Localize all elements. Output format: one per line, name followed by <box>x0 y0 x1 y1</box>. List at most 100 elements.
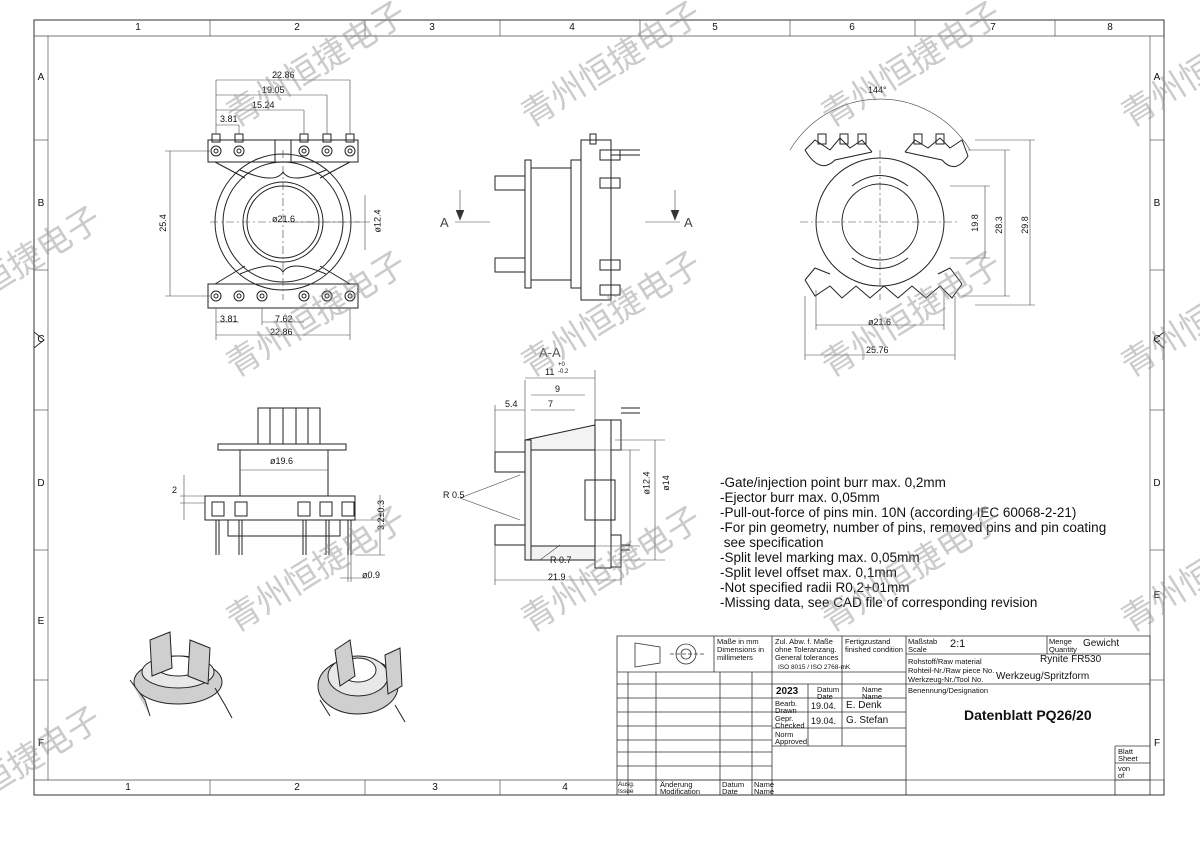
row-label-c: C <box>37 334 45 345</box>
dim-dia-21-6-right: ø21.6 <box>868 317 892 327</box>
section-mark-a-right: A <box>684 215 693 230</box>
dim-dia-19-6: ø19.6 <box>270 456 294 466</box>
designation-label: Benennung/Designation <box>908 686 989 695</box>
dim-r-0-5: R 0.5 <box>443 490 465 500</box>
note-line-3: -Pull-out-force of pins min. 10N (accord… <box>720 505 1077 520</box>
dim-angle-144: 144° <box>868 85 887 95</box>
note-line-1: -Gate/injection point burr max. 0,2mm <box>720 475 946 490</box>
dim-9: 9 <box>555 384 561 394</box>
column-label-2: 2 <box>294 22 300 33</box>
name-header-en: Name <box>862 692 883 701</box>
checked-label-de: Gepr. <box>775 714 794 723</box>
name-header-de: Name <box>862 685 883 694</box>
dim-19-8: 19.8 <box>969 214 980 232</box>
dim-r-0-7: R 0.7 <box>550 555 572 565</box>
tolerance-de-2: ohne Toleranzang. <box>775 645 837 654</box>
note-line-7: -Split level offset max. 0,1mm <box>720 565 897 580</box>
dim-dia-12-4-section: ø12.4 <box>641 471 652 495</box>
date-header-de: Datum <box>817 685 840 694</box>
dim-25-4: 25.4 <box>157 214 168 232</box>
column-label-5: 5 <box>712 22 718 33</box>
column-label-1-bottom: 1 <box>125 782 131 793</box>
material-label: Rohstoff/Raw material <box>908 657 982 666</box>
tolerance-standard: ISO 8015 / ISO 2768-mK <box>778 664 851 671</box>
row-label-f: F <box>37 738 45 749</box>
dim-25-76: 25.76 <box>866 345 889 355</box>
scale-value: 2:1 <box>950 638 966 650</box>
dim-3-81-bottom: 3.81 <box>220 314 238 324</box>
note-line-2: -Ejector burr max. 0,05mm <box>720 490 880 505</box>
drawn-label-de: Bearb. <box>775 699 798 708</box>
column-label-8: 8 <box>1107 22 1113 33</box>
surface-en: finished condition <box>845 645 903 654</box>
note-line-8: -Not specified radii R0,2+01mm <box>720 580 910 595</box>
note-line-6: -Split level marking max. 0,05mm <box>720 550 920 565</box>
column-label-6: 6 <box>849 22 855 33</box>
column-label-1: 1 <box>135 22 141 33</box>
tolerance-de: Zul. Abw. f. Maße <box>775 637 833 646</box>
weight-label: Gewicht <box>1083 638 1120 649</box>
year-value: 2023 <box>776 686 799 697</box>
date-header-en: Date <box>817 692 833 701</box>
revision-issue-en: Issue <box>618 788 634 795</box>
material-value: Rynite FR530 <box>1040 654 1102 665</box>
dim-11-lower-tol: -0.2 <box>558 369 569 375</box>
scale-label-de: Maßstab <box>908 637 938 646</box>
row-label-e-right: E <box>1153 590 1161 601</box>
scale-label-en: Scale <box>908 645 927 654</box>
dim-28-3: 28.3 <box>993 216 1004 234</box>
designation-value: Datenblatt PQ26/20 <box>964 707 1092 723</box>
approved-label-en: Approved <box>775 737 808 746</box>
revision-issue-de: Ausg. <box>618 781 635 788</box>
approved-label-de: Norm <box>775 730 794 739</box>
dim-22-86-bottom: 22.86 <box>270 327 293 337</box>
row-label-e: E <box>37 616 45 627</box>
row-label-d: D <box>37 478 45 489</box>
units-en-2: millimeters <box>717 653 753 662</box>
quantity-en: Quantity <box>1049 645 1077 654</box>
of-label-de: von <box>1118 764 1131 773</box>
dim-2: 2 <box>172 485 178 495</box>
row-label-b: B <box>37 198 45 209</box>
row-label-a-right: A <box>1153 72 1161 83</box>
dim-11: 11 <box>545 367 555 377</box>
tolerance-en: General tolerances <box>775 653 839 662</box>
revision-name-en: Name <box>754 787 775 796</box>
tool-value: Werkzeug/Spritzform <box>996 671 1090 682</box>
column-label-4-bottom: 4 <box>562 782 568 793</box>
checked-name: G. Stefan <box>846 715 889 726</box>
column-label-4: 4 <box>569 22 575 33</box>
revision-change-en: Modification <box>660 787 701 796</box>
drawn-label-en: Drawn <box>775 706 797 715</box>
section-title-a-a: A-A <box>539 345 561 360</box>
drawn-name: E. Denk <box>846 700 882 711</box>
dim-dia-21-6-top: ø21.6 <box>272 214 296 224</box>
row-label-f-right: F <box>1153 738 1161 749</box>
column-label-7: 7 <box>990 22 996 33</box>
note-line-9: -Missing data, see CAD file of correspon… <box>720 595 1038 610</box>
note-line-5: see specification <box>720 535 824 550</box>
dim-19-05: 19.05 <box>262 85 285 95</box>
dim-dia-12-4-top: ø12.4 <box>372 209 383 233</box>
sheet-label-en: Sheet <box>1118 754 1138 763</box>
dim-dia-0-9: ø0.9 <box>362 570 381 580</box>
dim-22-86-top: 22.86 <box>272 70 295 80</box>
revision-date-en: Date <box>722 787 738 796</box>
row-label-d-right: D <box>1153 478 1161 489</box>
revision-change-de: Änderung <box>660 780 693 789</box>
piece-label: Rohteil-Nr./Raw piece No. <box>908 666 995 675</box>
dim-21-9: 21.9 <box>548 572 566 582</box>
checked-date: 19.04. <box>811 716 837 726</box>
dim-5-4: 5.4 <box>505 399 518 409</box>
column-label-3: 3 <box>429 22 435 33</box>
checked-label-en: Checked <box>775 721 805 730</box>
dim-dia-14: ø14 <box>660 475 671 491</box>
surface-de: Fertigzustand <box>845 637 891 646</box>
section-mark-a-left: A <box>440 215 449 230</box>
units-en: Dimensions in <box>717 645 765 654</box>
note-line-4: -For pin geometry, number of pins, remov… <box>720 520 1107 535</box>
drawn-date: 19.04. <box>811 701 837 711</box>
sheet-label-de: Blatt <box>1118 747 1134 756</box>
revision-date-de: Datum <box>722 780 745 789</box>
